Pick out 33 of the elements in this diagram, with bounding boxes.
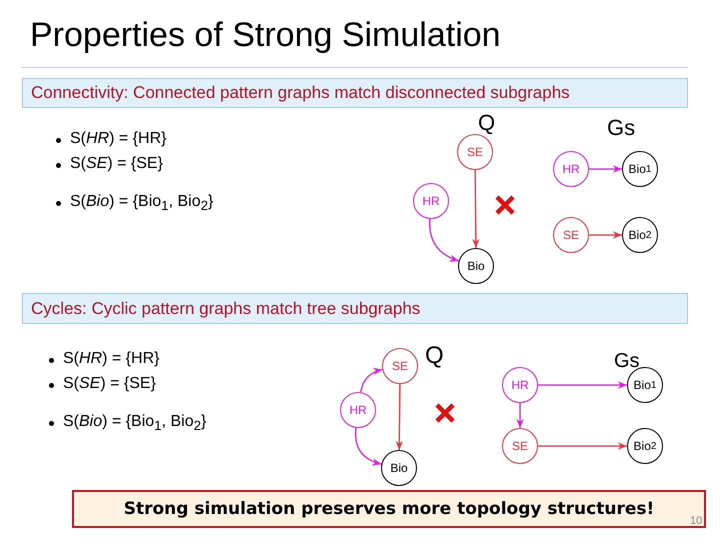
graph-node-circle: Bio xyxy=(381,450,417,486)
page-number: 10 xyxy=(690,515,702,527)
slide-title: Properties of Strong Simulation xyxy=(30,16,501,55)
graph-node-circle: HR xyxy=(553,151,589,187)
heading-band: Connectivity: Connected pattern graphs match disconnected subgraphs xyxy=(22,78,688,108)
arrow xyxy=(428,218,459,262)
bullet-item: S(HR) = {HR} xyxy=(70,130,166,148)
bullet-item: S(HR) = {HR} xyxy=(63,350,160,368)
arrow xyxy=(396,384,403,450)
graph-node-circle: HR xyxy=(413,183,449,219)
arrow xyxy=(354,428,382,466)
graph-label: Q xyxy=(478,110,496,136)
graph-node-circle: SE xyxy=(382,348,418,384)
arrow xyxy=(538,381,627,389)
bullet-item: S(Bio) = {Bio$_{1}$, Bio$_{2}$} xyxy=(70,193,214,214)
arrow xyxy=(538,442,627,450)
graph-node-circle: HR xyxy=(340,392,376,428)
graph-label: Gs xyxy=(607,115,636,141)
arrow xyxy=(516,403,524,428)
graph-node-circle: HR xyxy=(502,367,538,403)
bullet-item: S(SE) = {SE} xyxy=(63,375,156,393)
arrow xyxy=(589,231,622,239)
arrow xyxy=(472,170,480,248)
bullet-item: S(Bio) = {Bio$_{1}$, Bio$_{2}$} xyxy=(63,413,206,434)
graph-label: Q xyxy=(425,342,444,370)
bullet-item: S(SE) = {SE} xyxy=(70,155,163,173)
heading-band: Cycles: Cyclic pattern graphs match tree subgraphs xyxy=(22,293,688,324)
graph-node-circle: SE xyxy=(457,134,493,170)
graph-node-circle: SE xyxy=(502,428,538,464)
arrow xyxy=(360,368,382,392)
graph-node-circle: SE xyxy=(553,217,589,253)
arrow xyxy=(589,165,622,173)
graph-node-circle: Bio xyxy=(458,248,494,284)
